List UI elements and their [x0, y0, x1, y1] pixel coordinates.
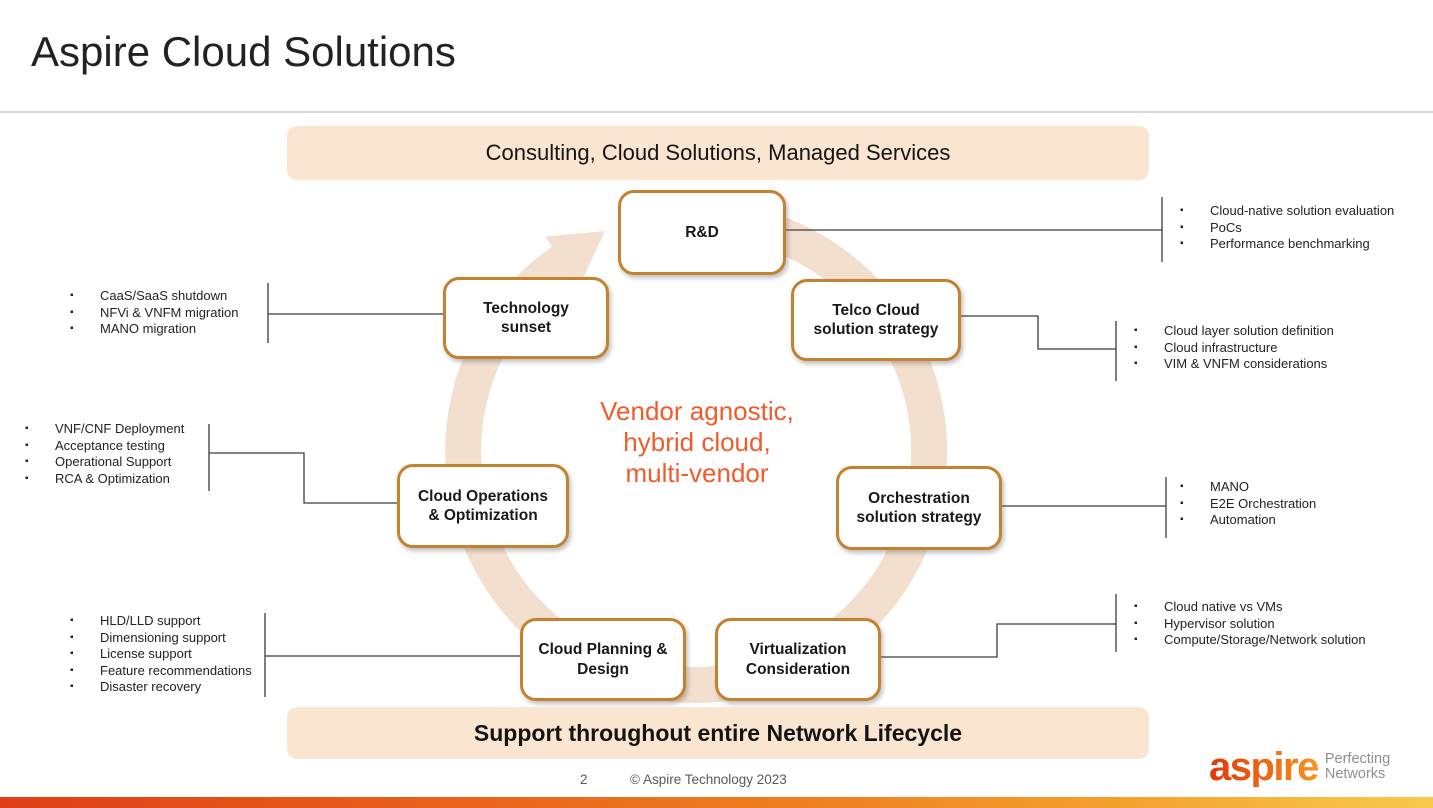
bullet-group-virtualization: Cloud native vs VMs Hypervisor solution … — [1132, 599, 1366, 649]
bullet-item: Compute/Storage/Network solution — [1132, 632, 1366, 649]
connector-telco — [955, 315, 1116, 350]
bullet-item: MANO — [1178, 479, 1316, 496]
bullet-item: Acceptance testing — [23, 438, 184, 455]
node-rnd-label: R&D — [685, 223, 719, 241]
aspire-logo-tagline: Perfecting Networks — [1324, 750, 1391, 782]
bullet-group-cloud-operations: VNF/CNF Deployment Acceptance testing Op… — [23, 421, 184, 487]
bullet-item: HLD/LLD support — [68, 613, 252, 630]
tagline-line2: Networks — [1324, 766, 1386, 782]
node-virtualization: Virtualization Consideration — [715, 618, 881, 701]
bullet-item: Cloud native vs VMs — [1132, 599, 1366, 616]
bullet-item: License support — [68, 646, 252, 663]
center-label: Vendor agnostic, hybrid cloud, multi-ven… — [557, 396, 837, 489]
bullet-item: PoCs — [1178, 220, 1394, 237]
aspire-logo: aspire Perfecting Networks — [1209, 747, 1390, 787]
bullet-item: CaaS/SaaS shutdown — [68, 288, 238, 305]
bullet-group-technology-sunset: CaaS/SaaS shutdown NFVi & VNFM migration… — [68, 288, 238, 338]
bullet-item: RCA & Optimization — [23, 471, 184, 488]
bullet-item: VNF/CNF Deployment — [23, 421, 184, 438]
cycle-arrowhead-icon — [545, 231, 605, 286]
bullet-item: Hypervisor solution — [1132, 616, 1366, 633]
footer-copyright: © Aspire Technology 2023 — [630, 772, 787, 787]
bullet-item: NFVi & VNFM migration — [68, 305, 238, 322]
aspire-logo-wordmark: aspire — [1209, 745, 1319, 789]
bullet-item: MANO migration — [68, 321, 238, 338]
connector-virtualization — [875, 623, 1116, 658]
page-title: Aspire Cloud Solutions — [31, 28, 456, 75]
node-technology-sunset-label: Technology sunset — [483, 299, 569, 336]
node-cloud-operations: Cloud Operations & Optimization — [397, 464, 569, 548]
top-banner-label: Consulting, Cloud Solutions, Managed Ser… — [485, 140, 951, 165]
bullet-group-orchestration: MANO E2E Orchestration Automation — [1178, 479, 1316, 529]
bottom-banner: Support throughout entire Network Lifecy… — [287, 707, 1149, 759]
bullet-item: Cloud layer solution definition — [1132, 323, 1334, 340]
title-divider — [0, 111, 1433, 113]
node-virtualization-label: Virtualization Consideration — [745, 641, 851, 678]
bullet-item: Operational Support — [23, 454, 184, 471]
connector-cloud-operations — [209, 452, 397, 504]
node-technology-sunset: Technology sunset — [443, 277, 609, 359]
center-label-line1: Vendor agnostic, — [600, 396, 794, 426]
bullet-item: Disaster recovery — [68, 679, 252, 696]
bottom-gradient-bar — [0, 797, 1433, 808]
bullet-item: Dimensioning support — [68, 630, 252, 647]
node-orchestration: Orchestration solution strategy — [836, 466, 1002, 550]
bullet-group-rnd: Cloud-native solution evaluation PoCs Pe… — [1178, 203, 1394, 253]
tagline-line1: Perfecting — [1324, 750, 1391, 767]
node-telco-cloud-label: Telco Cloud solution strategy — [813, 301, 939, 338]
bullet-item: Feature recommendations — [68, 663, 252, 680]
footer-page-number: 2 — [580, 772, 588, 787]
center-label-line2: hybrid cloud, — [623, 427, 771, 457]
bullet-item: Cloud infrastructure — [1132, 340, 1334, 357]
bullet-item: E2E Orchestration — [1178, 496, 1316, 513]
center-label-line3: multi-vendor — [625, 458, 769, 488]
connector-lines — [208, 197, 1167, 697]
node-cloud-planning-label: Cloud Planning & Design — [538, 641, 668, 678]
bullet-group-cloud-planning: HLD/LLD support Dimensioning support Lic… — [68, 613, 252, 696]
bullet-group-telco: Cloud layer solution definition Cloud in… — [1132, 323, 1334, 373]
node-cloud-planning: Cloud Planning & Design — [520, 618, 686, 701]
node-rnd: R&D — [618, 190, 786, 275]
bullet-item: VIM & VNFM considerations — [1132, 356, 1334, 373]
bottom-banner-label: Support throughout entire Network Lifecy… — [473, 719, 963, 746]
bullet-item: Performance benchmarking — [1178, 236, 1394, 253]
bullet-item: Automation — [1178, 512, 1316, 529]
top-banner: Consulting, Cloud Solutions, Managed Ser… — [287, 126, 1149, 180]
node-cloud-operations-label: Cloud Operations & Optimization — [417, 487, 549, 524]
node-orchestration-label: Orchestration solution strategy — [856, 489, 982, 526]
bullet-item: Cloud-native solution evaluation — [1178, 203, 1394, 220]
node-telco-cloud: Telco Cloud solution strategy — [791, 279, 961, 361]
